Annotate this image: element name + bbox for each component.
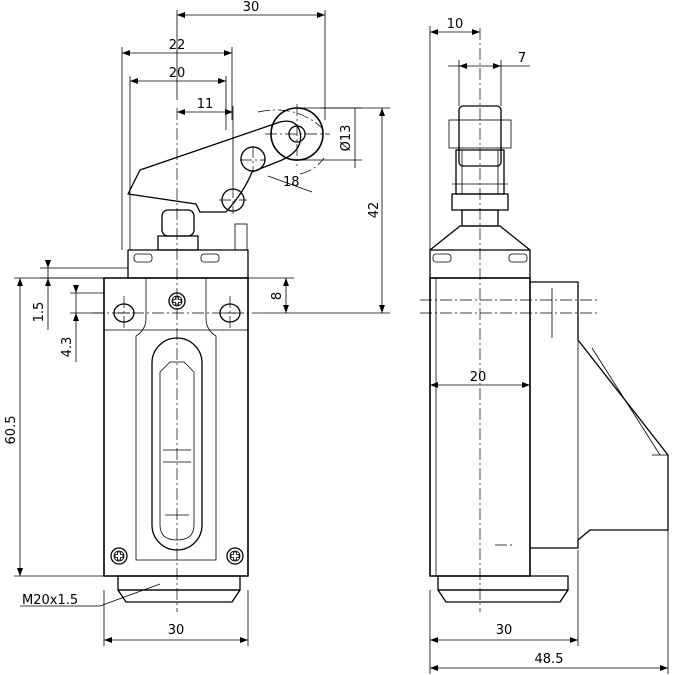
dim-30-side: 30 bbox=[496, 623, 513, 638]
side-gland-ring bbox=[437, 575, 569, 591]
dim-8: 8 bbox=[270, 292, 285, 300]
side-gland-nut bbox=[437, 589, 569, 603]
dim-22: 22 bbox=[169, 38, 186, 53]
dim-42: 42 bbox=[367, 202, 382, 219]
side-dimensions: 10 7 20 30 48.5 bbox=[429, 17, 669, 674]
front-gland-ring bbox=[117, 575, 241, 591]
front-gland-nut bbox=[117, 589, 241, 603]
front-housing bbox=[103, 277, 249, 577]
plunger bbox=[161, 209, 195, 237]
dim-1-5: 1.5 bbox=[32, 302, 47, 323]
front-dimensions: 30 22 20 11 Ø13 18 42 bbox=[4, 0, 390, 646]
dim-4-3: 4.3 bbox=[60, 337, 75, 358]
dim-60-5: 60.5 bbox=[4, 416, 19, 445]
dim-20-side: 20 bbox=[470, 370, 487, 385]
cover-window-inner bbox=[159, 361, 195, 541]
side-head-slot-right bbox=[508, 253, 528, 263]
plunger-base bbox=[157, 235, 199, 251]
dim-30-top: 30 bbox=[243, 0, 260, 15]
head-slot-right bbox=[200, 253, 220, 263]
dim-18: 18 bbox=[283, 175, 300, 190]
head-slot-left bbox=[133, 253, 153, 263]
dim-10: 10 bbox=[447, 17, 464, 32]
roller-lever-arm bbox=[127, 120, 302, 213]
thread-label: M20x1.5 bbox=[22, 593, 78, 608]
dim-48-5: 48.5 bbox=[535, 652, 564, 667]
dim-30-bottom: 30 bbox=[168, 623, 185, 638]
side-roller bbox=[458, 105, 502, 167]
side-gland-box bbox=[529, 281, 669, 549]
dim-20-top: 20 bbox=[169, 66, 186, 81]
cover-screw-bottom-left-icon bbox=[110, 547, 128, 565]
front-view bbox=[92, 104, 330, 612]
dim-7: 7 bbox=[518, 51, 526, 66]
dim-diameter-13: Ø13 bbox=[339, 125, 354, 152]
lever-lower-edge bbox=[127, 193, 197, 205]
cover-frame bbox=[135, 278, 217, 561]
dim-11: 11 bbox=[197, 97, 214, 112]
lever-bracket bbox=[234, 223, 248, 251]
side-head-slot-left bbox=[432, 253, 452, 263]
side-view bbox=[420, 28, 669, 612]
lever-swing-arc bbox=[257, 109, 323, 129]
cover-screw-bottom-right-icon bbox=[226, 547, 244, 565]
